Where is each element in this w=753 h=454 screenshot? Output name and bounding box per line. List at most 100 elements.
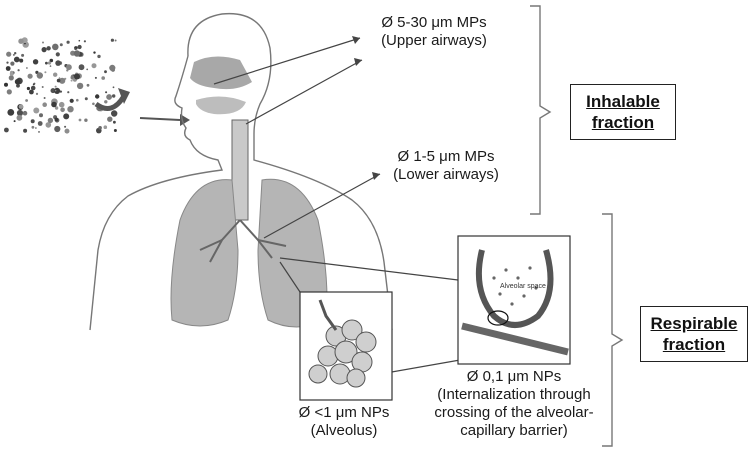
particle-dot: [78, 118, 82, 122]
particle-dot: [30, 85, 36, 91]
barrier-line2: crossing of the alveolar-: [434, 404, 594, 421]
particle-dot: [105, 91, 108, 94]
arrow-heads: [352, 36, 380, 180]
alveolus-cluster: [308, 319, 377, 388]
particle-dot: [54, 85, 57, 88]
particle-dot: [26, 67, 28, 69]
particle-dot: [59, 77, 66, 84]
particle-dot: [21, 53, 25, 57]
particle-dot: [27, 73, 33, 79]
particle-dot: [107, 116, 113, 122]
particle-dot: [67, 91, 70, 94]
particle-dot: [54, 125, 61, 133]
particle-dot: [91, 63, 97, 69]
particle-dot: [41, 86, 44, 88]
particle-dot: [49, 65, 52, 67]
particle-dot: [86, 68, 89, 71]
particle-dot: [78, 39, 81, 42]
particle-dot: [77, 44, 82, 50]
particle-dot: [54, 117, 59, 122]
particle-dot: [93, 51, 96, 54]
curved-arrow-head: [118, 88, 130, 104]
particle-dot: [103, 125, 108, 129]
particle-dot: [113, 120, 116, 124]
particle-dot: [6, 89, 12, 95]
particle-dot: [110, 38, 114, 42]
particle-dot: [33, 107, 40, 114]
particle-dot: [64, 125, 67, 128]
particle-dot: [4, 127, 9, 133]
particle-dot: [14, 78, 21, 85]
particle-dot: [32, 83, 35, 86]
particle-dot: [109, 64, 116, 71]
particle-dot: [32, 59, 39, 65]
particle-dot: [84, 97, 88, 101]
particle-dot: [16, 114, 23, 121]
particle-dot: [112, 94, 116, 98]
particle-dot: [35, 92, 39, 95]
particle-dot: [10, 61, 15, 66]
particle-dot: [14, 52, 17, 55]
particle-cloud: [4, 37, 118, 134]
oral-cavity: [196, 96, 246, 115]
particle-dot: [97, 54, 101, 59]
particle-dot: [106, 94, 112, 100]
particle-dot: [45, 61, 48, 65]
particle-dot: [64, 128, 70, 134]
barrier-line3: capillary barrier): [460, 422, 568, 439]
particle-dot: [18, 104, 24, 109]
particle-dot: [52, 43, 59, 51]
particle-dot: [13, 120, 16, 123]
particle-dot: [86, 83, 90, 87]
particle-dot: [76, 82, 84, 90]
alveolus-size: Ø <1 μm NPs: [298, 404, 390, 421]
particle-dot: [46, 46, 51, 51]
particle-dot: [54, 89, 57, 92]
respirable-fraction-box: Respirable fraction: [640, 306, 748, 362]
particle-dot: [73, 50, 81, 57]
particle-dot: [66, 40, 70, 44]
particle-dot: [60, 107, 65, 113]
lower-airways-size: Ø 1-5 μm MPs: [397, 148, 495, 165]
lower-airways-site: (Lower airways): [393, 166, 499, 183]
particle-dot: [92, 102, 95, 106]
particle-dot: [104, 70, 107, 74]
particle-dot: [23, 128, 28, 133]
particle-dot: [47, 117, 54, 124]
particle-dot: [53, 72, 58, 77]
particle-dot: [113, 129, 117, 132]
particle-dot: [5, 66, 11, 71]
particle-dot: [78, 64, 85, 71]
particle-dot: [43, 97, 46, 99]
particle-dot: [12, 53, 15, 56]
upper-airways-size: Ø 5-30 μm MPs: [381, 14, 487, 31]
particle-dot: [16, 109, 24, 117]
capillary-marker: [487, 310, 509, 326]
particle-dot: [95, 94, 100, 99]
particle-dot: [17, 69, 20, 72]
particle-dot: [94, 76, 97, 79]
respirable-line1: Respirable: [650, 314, 738, 333]
particle-dot: [39, 113, 43, 118]
alveolar-space-inset-frame: [457, 235, 571, 365]
particle-dot: [98, 126, 102, 130]
respirable-line2: fraction: [662, 335, 726, 354]
particle-dot: [74, 73, 80, 80]
particle-dot: [70, 79, 73, 82]
particle-dot: [67, 106, 74, 113]
particle-dot: [114, 39, 117, 42]
particle-dot: [76, 98, 79, 102]
particle-dot: [31, 125, 35, 129]
particle-dot: [22, 110, 28, 116]
particle-dot: [6, 61, 9, 64]
alveolus-bronchiole: [318, 299, 338, 331]
particle-dot: [55, 60, 61, 66]
particle-dot: [101, 76, 105, 80]
particle-dot: [25, 99, 28, 102]
particle-dot: [42, 41, 44, 44]
particle-dot: [54, 106, 59, 110]
alveolar-wall: [475, 249, 554, 328]
inhalable-line2: fraction: [591, 113, 655, 132]
particle-dot: [83, 40, 86, 43]
